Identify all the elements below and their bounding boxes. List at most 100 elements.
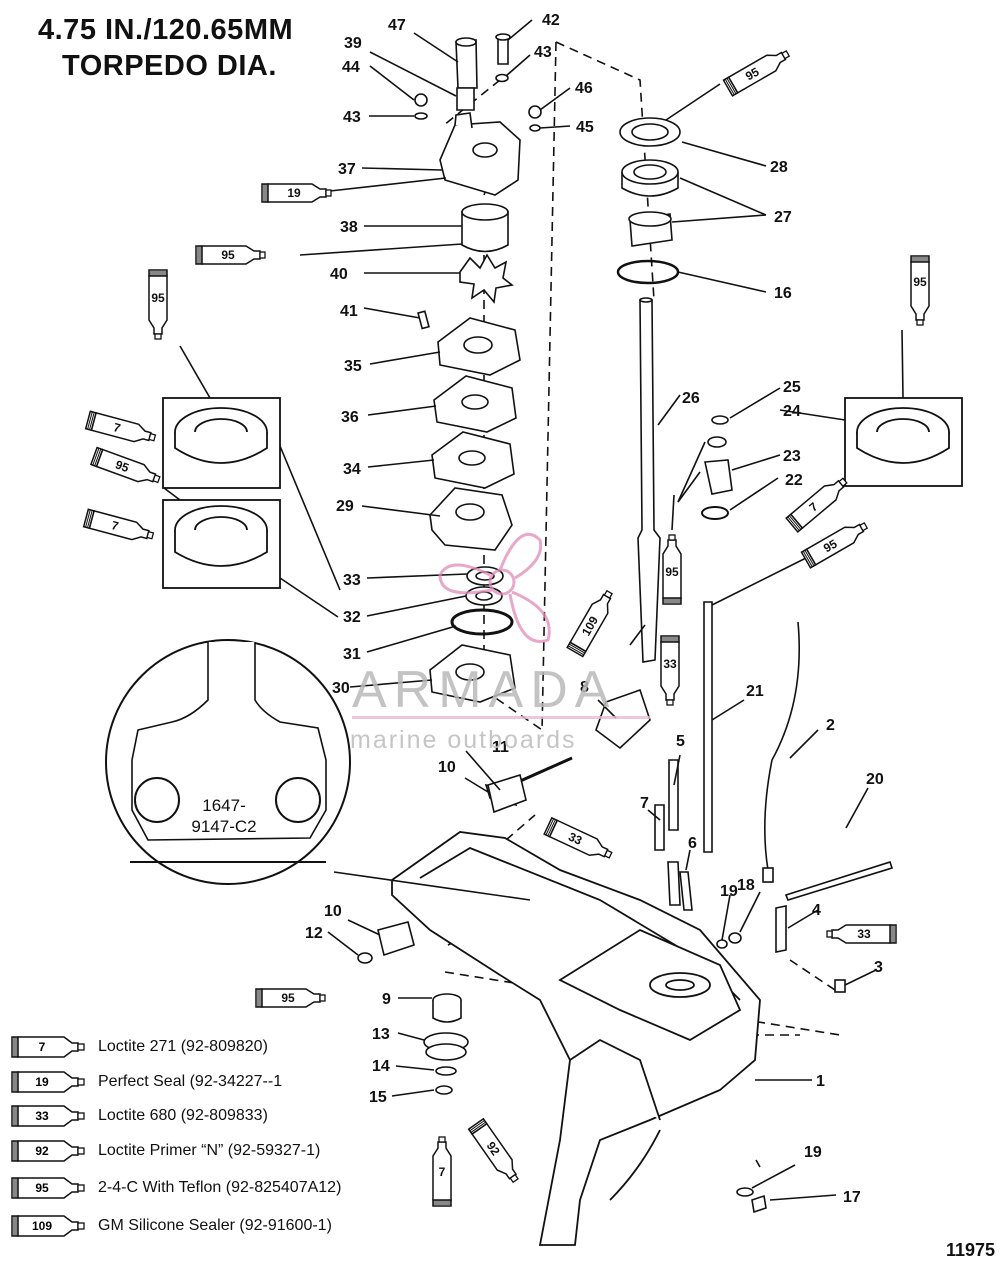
legend-code: 109 xyxy=(32,1219,52,1233)
callout-11: 11 xyxy=(492,739,509,756)
legend-text: Loctite 680 (92-809833) xyxy=(98,1107,268,1124)
tube-label-95: 95 xyxy=(281,991,295,1005)
callout-34: 34 xyxy=(343,461,361,478)
callout-1: 1 xyxy=(816,1073,825,1090)
callout-4: 4 xyxy=(812,902,821,919)
tube-label-95: 95 xyxy=(151,291,165,305)
callout-40: 40 xyxy=(330,266,348,283)
magnified-inset xyxy=(105,639,351,885)
callout-28: 28 xyxy=(770,159,788,176)
tube-label-95: 95 xyxy=(114,457,132,475)
callout-18: 18 xyxy=(737,877,755,894)
tube-label-33: 33 xyxy=(566,830,584,848)
inset-part-number-line1: 1647- xyxy=(202,796,246,815)
sealant-tubes: 95 19 95 95 7 95 7 95 7 95 95 109 33 33 … xyxy=(82,44,930,1207)
legend-text: Loctite 271 (92-809820) xyxy=(98,1038,268,1055)
callout-23: 23 xyxy=(783,448,801,465)
callout-20: 20 xyxy=(866,771,884,788)
legend-code: 7 xyxy=(39,1040,46,1054)
tube-label-33: 33 xyxy=(857,927,871,941)
callout-44: 44 xyxy=(342,59,360,76)
tube-label-95: 95 xyxy=(221,248,235,262)
figure-number: 11975 xyxy=(946,1240,996,1260)
callout-30: 30 xyxy=(332,680,350,697)
legend-text: GM Silicone Sealer (92-91600-1) xyxy=(98,1217,332,1234)
tube-label-7: 7 xyxy=(439,1165,446,1179)
inset-part-number: 1647- 9147-C2 xyxy=(168,795,280,838)
legend-row: 7 Loctite 271 (92-809820) xyxy=(10,1034,268,1060)
inset-part-number-line2: 9147-C2 xyxy=(191,817,257,837)
tube-label-7: 7 xyxy=(110,518,120,533)
legend-row: 33 Loctite 680 (92-809833) xyxy=(10,1103,268,1129)
callout-13: 13 xyxy=(372,1026,390,1043)
legend-row: 109 GM Silicone Sealer (92-91600-1) xyxy=(10,1213,332,1239)
seal-inset-right xyxy=(844,397,963,487)
legend-text: 2-4-C With Teflon (92-825407A12) xyxy=(98,1179,342,1196)
tube-label-95: 95 xyxy=(665,565,679,579)
sealant-tube-icon: 33 xyxy=(11,1105,85,1127)
sealant-tube-icon: 19 xyxy=(11,1071,85,1093)
legend-text: Perfect Seal (92-34227--1 xyxy=(98,1073,283,1090)
diagram-title-line1: 4.75 IN./120.65MM xyxy=(38,14,294,46)
callout-8: 8 xyxy=(580,679,589,696)
callout-16: 16 xyxy=(774,285,792,302)
tube-label-95: 95 xyxy=(821,536,840,555)
sealant-tube-icon: 95 xyxy=(11,1177,85,1199)
watermark-tagline: marine outboards xyxy=(350,726,577,754)
callout-7: 7 xyxy=(640,795,649,812)
callout-10-upper: 10 xyxy=(438,759,456,776)
callout-2: 2 xyxy=(826,717,835,734)
callout-9: 9 xyxy=(382,991,391,1008)
callout-5: 5 xyxy=(676,733,685,750)
legend-row: 19 Perfect Seal (92-34227--1 xyxy=(10,1069,282,1095)
callout-14: 14 xyxy=(372,1058,390,1075)
callout-17: 17 xyxy=(843,1189,861,1206)
callout-24: 24 xyxy=(783,403,801,420)
water-pump-parts xyxy=(414,33,542,703)
sealant-tube-icon: 109 xyxy=(11,1215,85,1237)
callout-46: 46 xyxy=(575,80,593,97)
driveshaft-parts xyxy=(357,117,894,1214)
callout-21: 21 xyxy=(746,683,764,700)
callout-43b: 43 xyxy=(534,44,552,61)
watermark-brand: ARMADA xyxy=(352,661,617,719)
callout-38: 38 xyxy=(340,219,358,236)
callout-36: 36 xyxy=(341,409,359,426)
callout-42: 42 xyxy=(542,12,560,29)
callout-numbers: 47 39 44 43 37 42 43 46 45 38 40 41 35 3… xyxy=(305,12,884,1206)
tube-label-7: 7 xyxy=(112,420,122,435)
callout-3: 3 xyxy=(874,959,883,976)
callout-39: 39 xyxy=(344,35,362,52)
callout-33: 33 xyxy=(343,572,361,589)
legend-row: 92 Loctite Primer “N” (92-59327-1) xyxy=(10,1138,320,1164)
callout-43: 43 xyxy=(343,109,361,126)
sealant-tube-icon: 92 xyxy=(11,1140,85,1162)
sealant-tube-icon: 7 xyxy=(11,1036,85,1058)
legend-code: 95 xyxy=(35,1181,49,1195)
callout-leaders xyxy=(163,19,904,1201)
callout-19-lower: 19 xyxy=(804,1144,822,1161)
callout-41: 41 xyxy=(340,303,358,320)
callout-6: 6 xyxy=(688,835,697,852)
watermark-underline xyxy=(352,716,650,719)
legend-code: 33 xyxy=(35,1109,49,1123)
callout-31: 31 xyxy=(343,646,361,663)
callout-37: 37 xyxy=(338,161,356,178)
callout-26: 26 xyxy=(682,390,700,407)
seal-inset-left xyxy=(162,397,281,589)
callout-27: 27 xyxy=(774,209,792,226)
legend-row: 95 2-4-C With Teflon (92-825407A12) xyxy=(10,1175,341,1201)
callout-12: 12 xyxy=(305,925,323,942)
tube-label-33: 33 xyxy=(663,657,677,671)
tube-label-19: 19 xyxy=(287,186,301,200)
callout-35: 35 xyxy=(344,358,362,375)
callout-25: 25 xyxy=(783,379,801,396)
callout-19-upper: 19 xyxy=(720,883,738,900)
legend-text: Loctite Primer “N” (92-59327-1) xyxy=(98,1142,321,1159)
callout-15: 15 xyxy=(369,1089,387,1106)
legend-code: 19 xyxy=(35,1075,49,1089)
callout-32: 32 xyxy=(343,609,361,626)
callout-47: 47 xyxy=(388,17,406,34)
callout-22: 22 xyxy=(785,472,803,489)
